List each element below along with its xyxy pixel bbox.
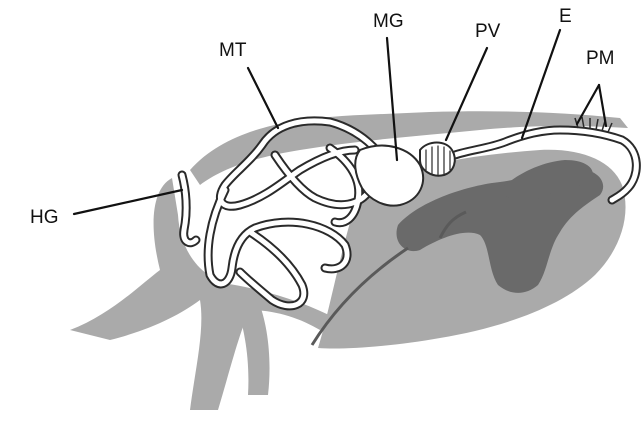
mt-leader [248,68,278,128]
label-mt: MT [219,41,246,60]
head-region [70,178,335,410]
leg-segment [235,300,270,395]
label-pv: PV [475,22,500,41]
label-e: E [559,7,572,26]
label-pm: PM [586,49,615,68]
mg-leader [387,38,397,160]
label-mg: MG [373,12,404,31]
label-hg: HG [30,208,59,227]
